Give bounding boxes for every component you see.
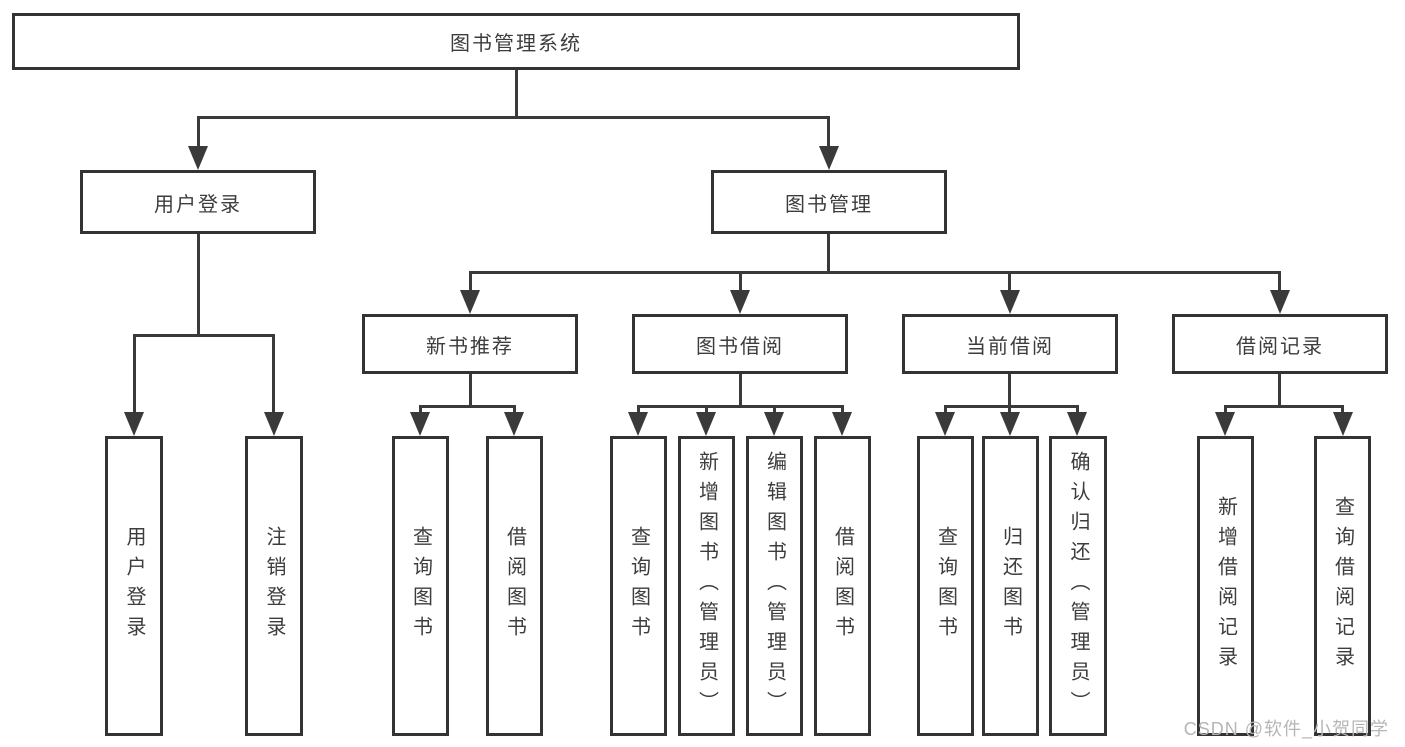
node-label: 图书管理系统	[450, 33, 582, 55]
edge-segment	[469, 271, 472, 296]
edge-segment	[637, 405, 640, 417]
edge-segment	[419, 405, 422, 417]
edge-segment	[419, 405, 516, 408]
node-book-borrow: 图书借阅	[632, 314, 848, 374]
node-label: 用户登录	[123, 526, 145, 646]
node-user-login: 用户登录	[80, 170, 316, 234]
node-root: 图书管理系统	[12, 13, 1020, 70]
edge-arrowhead	[764, 412, 784, 436]
leaf-edit-books-admin: 编辑图书（管理员）	[746, 436, 803, 736]
node-current-borrow: 当前借阅	[902, 314, 1118, 374]
edge-segment	[827, 116, 830, 150]
edge-segment	[705, 405, 708, 417]
edge-segment	[1224, 405, 1344, 408]
edge-segment	[197, 116, 830, 119]
edge-segment	[1008, 405, 1011, 417]
leaf-borrow-books-recommend: 借阅图书	[486, 436, 543, 736]
edge-arrowhead	[935, 412, 955, 436]
edge-segment	[1224, 405, 1227, 417]
edge-segment	[197, 116, 200, 150]
node-borrow-records: 借阅记录	[1172, 314, 1388, 374]
node-book-management: 图书管理	[711, 170, 947, 234]
edge-segment	[515, 70, 518, 118]
leaf-add-books-admin: 新增图书（管理员）	[678, 436, 735, 736]
edge-segment	[133, 334, 136, 416]
edge-segment	[773, 405, 776, 417]
leaf-query-books-current: 查询图书	[917, 436, 974, 736]
leaf-query-books-borrow: 查询图书	[610, 436, 667, 736]
edge-arrowhead	[410, 412, 430, 436]
edge-segment	[513, 405, 516, 417]
edge-arrowhead	[124, 412, 144, 436]
node-label: 新书推荐	[426, 335, 514, 358]
node-label: 图书管理	[785, 193, 873, 216]
node-label: 图书借阅	[696, 335, 784, 358]
leaf-borrow-books: 借阅图书	[814, 436, 871, 736]
leaf-user-login: 用户登录	[105, 436, 163, 736]
edge-arrowhead	[696, 412, 716, 436]
edge-segment	[469, 374, 472, 408]
leaf-query-books-recommend: 查询图书	[392, 436, 449, 736]
node-label: 查询图书	[409, 526, 432, 646]
edge-segment	[1278, 271, 1281, 296]
leaf-return-books: 归还图书	[982, 436, 1039, 736]
node-label: 借阅图书	[831, 526, 854, 646]
leaf-query-borrow-record: 查询借阅记录	[1314, 436, 1371, 736]
edge-arrowhead	[1333, 412, 1353, 436]
edge-segment	[272, 334, 275, 416]
node-label: 归还图书	[999, 526, 1022, 646]
edge-arrowhead	[628, 412, 648, 436]
edge-arrowhead	[188, 146, 208, 170]
node-label: 编辑图书（管理员）	[763, 451, 786, 721]
edge-segment	[944, 405, 947, 417]
edge-arrowhead	[730, 290, 750, 314]
leaf-confirm-return-admin: 确认归还（管理员）	[1049, 436, 1107, 736]
node-label: 查询图书	[627, 526, 650, 646]
edge-segment	[1076, 405, 1079, 417]
edge-segment	[637, 405, 844, 408]
edge-arrowhead	[1000, 290, 1020, 314]
leaf-add-borrow-record: 新增借阅记录	[1197, 436, 1254, 736]
edge-segment	[827, 234, 830, 274]
node-label: 确认归还（管理员）	[1067, 451, 1089, 721]
edge-segment	[739, 271, 742, 296]
edge-segment	[1278, 374, 1281, 408]
csdn-watermark: CSDN @软件_小贺同学	[1183, 719, 1389, 739]
edge-segment	[944, 405, 1079, 408]
node-label: 新增图书（管理员）	[695, 451, 718, 721]
node-label: 查询借阅记录	[1331, 496, 1354, 676]
edge-segment	[1008, 374, 1011, 408]
edge-arrowhead	[832, 412, 852, 436]
edge-segment	[1341, 405, 1344, 417]
node-label: 查询图书	[934, 526, 957, 646]
edge-arrowhead	[1215, 412, 1235, 436]
edge-arrowhead	[819, 146, 839, 170]
node-label: 新增借阅记录	[1214, 496, 1237, 676]
edge-segment	[197, 234, 200, 336]
edge-arrowhead	[264, 412, 284, 436]
edge-arrowhead	[504, 412, 524, 436]
edge-arrowhead	[1067, 412, 1087, 436]
edge-segment	[1008, 271, 1011, 296]
edge-arrowhead	[460, 290, 480, 314]
node-label: 用户登录	[154, 193, 242, 216]
edge-arrowhead	[1270, 290, 1290, 314]
edge-segment	[841, 405, 844, 417]
edge-arrowhead	[1000, 412, 1020, 436]
node-label: 借阅记录	[1236, 335, 1324, 358]
leaf-logout: 注销登录	[245, 436, 303, 736]
node-new-book-recommend: 新书推荐	[362, 314, 578, 374]
node-label: 注销登录	[263, 526, 285, 646]
edge-segment	[739, 374, 742, 408]
edge-segment	[469, 271, 1281, 274]
edge-segment	[133, 334, 275, 337]
node-label: 当前借阅	[966, 335, 1054, 358]
node-label: 借阅图书	[503, 526, 526, 646]
